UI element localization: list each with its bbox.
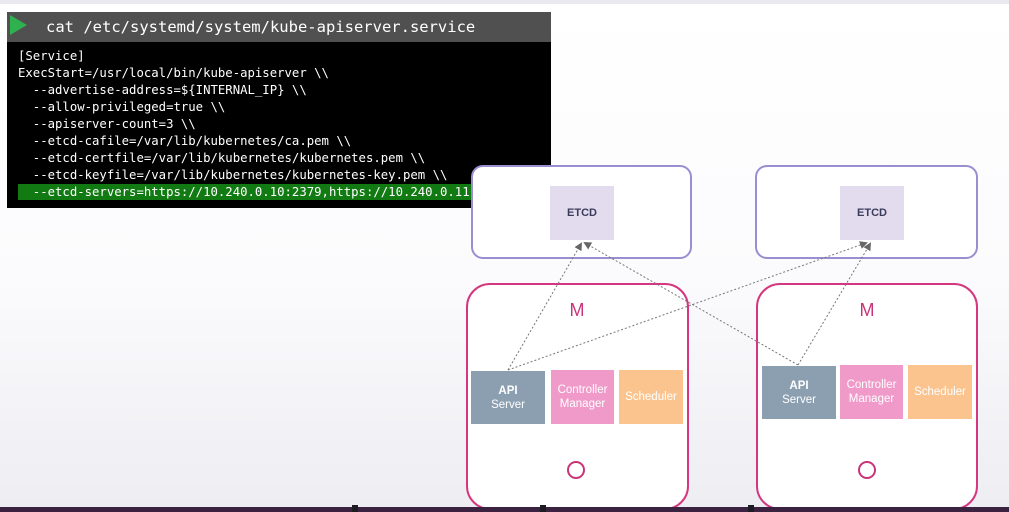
api-server-2: API Server [762, 366, 836, 419]
bottom-tick [352, 505, 358, 512]
terminal-command: cat /etc/systemd/system/kube-apiserver.s… [46, 18, 476, 36]
scheduler-label: Scheduler [625, 391, 677, 403]
controller-manager-1: Controller Manager [551, 370, 614, 424]
terminal-line: --allow-privileged=true \\ [18, 100, 226, 114]
scheduler-2: Scheduler [908, 365, 972, 419]
api-server-sublabel: Server [491, 398, 525, 411]
bottom-bar [0, 507, 1009, 512]
controller-manager-2: Controller Manager [840, 365, 903, 419]
link-api1-etcd1 [507, 242, 583, 371]
play-icon [10, 15, 27, 35]
controller-sublabel: Manager [848, 393, 895, 405]
bottom-tick [540, 505, 546, 512]
link-api2-etcd2 [797, 242, 872, 366]
controller-label: Controller [557, 384, 608, 396]
terminal-line: ExecStart=/usr/local/bin/kube-apiserver … [18, 66, 329, 80]
scheduler-label: Scheduler [914, 386, 966, 398]
terminal-line: [Service] [18, 49, 85, 63]
terminal-line: --etcd-keyfile=/var/lib/kubernetes/kuber… [18, 168, 448, 182]
api-server-label: API [498, 384, 518, 397]
top-strip [0, 0, 1009, 4]
etcd-label-2: ETCD [840, 186, 904, 240]
master-label-2: M [859, 300, 875, 320]
etcd-label-1: ETCD [550, 186, 614, 240]
terminal-line: --apiserver-count=3 \\ [18, 117, 196, 131]
link-api2-etcd1 [583, 242, 799, 366]
link-api1-etcd2 [507, 241, 868, 371]
api-server-sublabel: Server [782, 393, 816, 406]
controller-sublabel: Manager [559, 398, 606, 410]
terminal-output: [Service] ExecStart=/usr/local/bin/kube-… [7, 42, 551, 208]
scheduler-1: Scheduler [619, 370, 683, 424]
node-circle-1 [567, 461, 585, 479]
node-circle-2 [858, 461, 876, 479]
api-server-label: API [789, 379, 809, 392]
master-label-1: M [569, 300, 585, 320]
terminal-line: --etcd-certfile=/var/lib/kubernetes/kube… [18, 151, 426, 165]
bottom-tick [748, 505, 754, 512]
terminal-line: --etcd-cafile=/var/lib/kubernetes/ca.pem… [18, 134, 352, 148]
terminal-line: --advertise-address=${INTERNAL_IP} \\ [18, 83, 307, 97]
terminal-titlebar: cat /etc/systemd/system/kube-apiserver.s… [7, 12, 551, 42]
controller-label: Controller [846, 379, 897, 391]
api-server-1: API Server [471, 371, 545, 424]
terminal-line-highlighted: --etcd-servers=https://10.240.0.10:2379,… [18, 184, 540, 200]
